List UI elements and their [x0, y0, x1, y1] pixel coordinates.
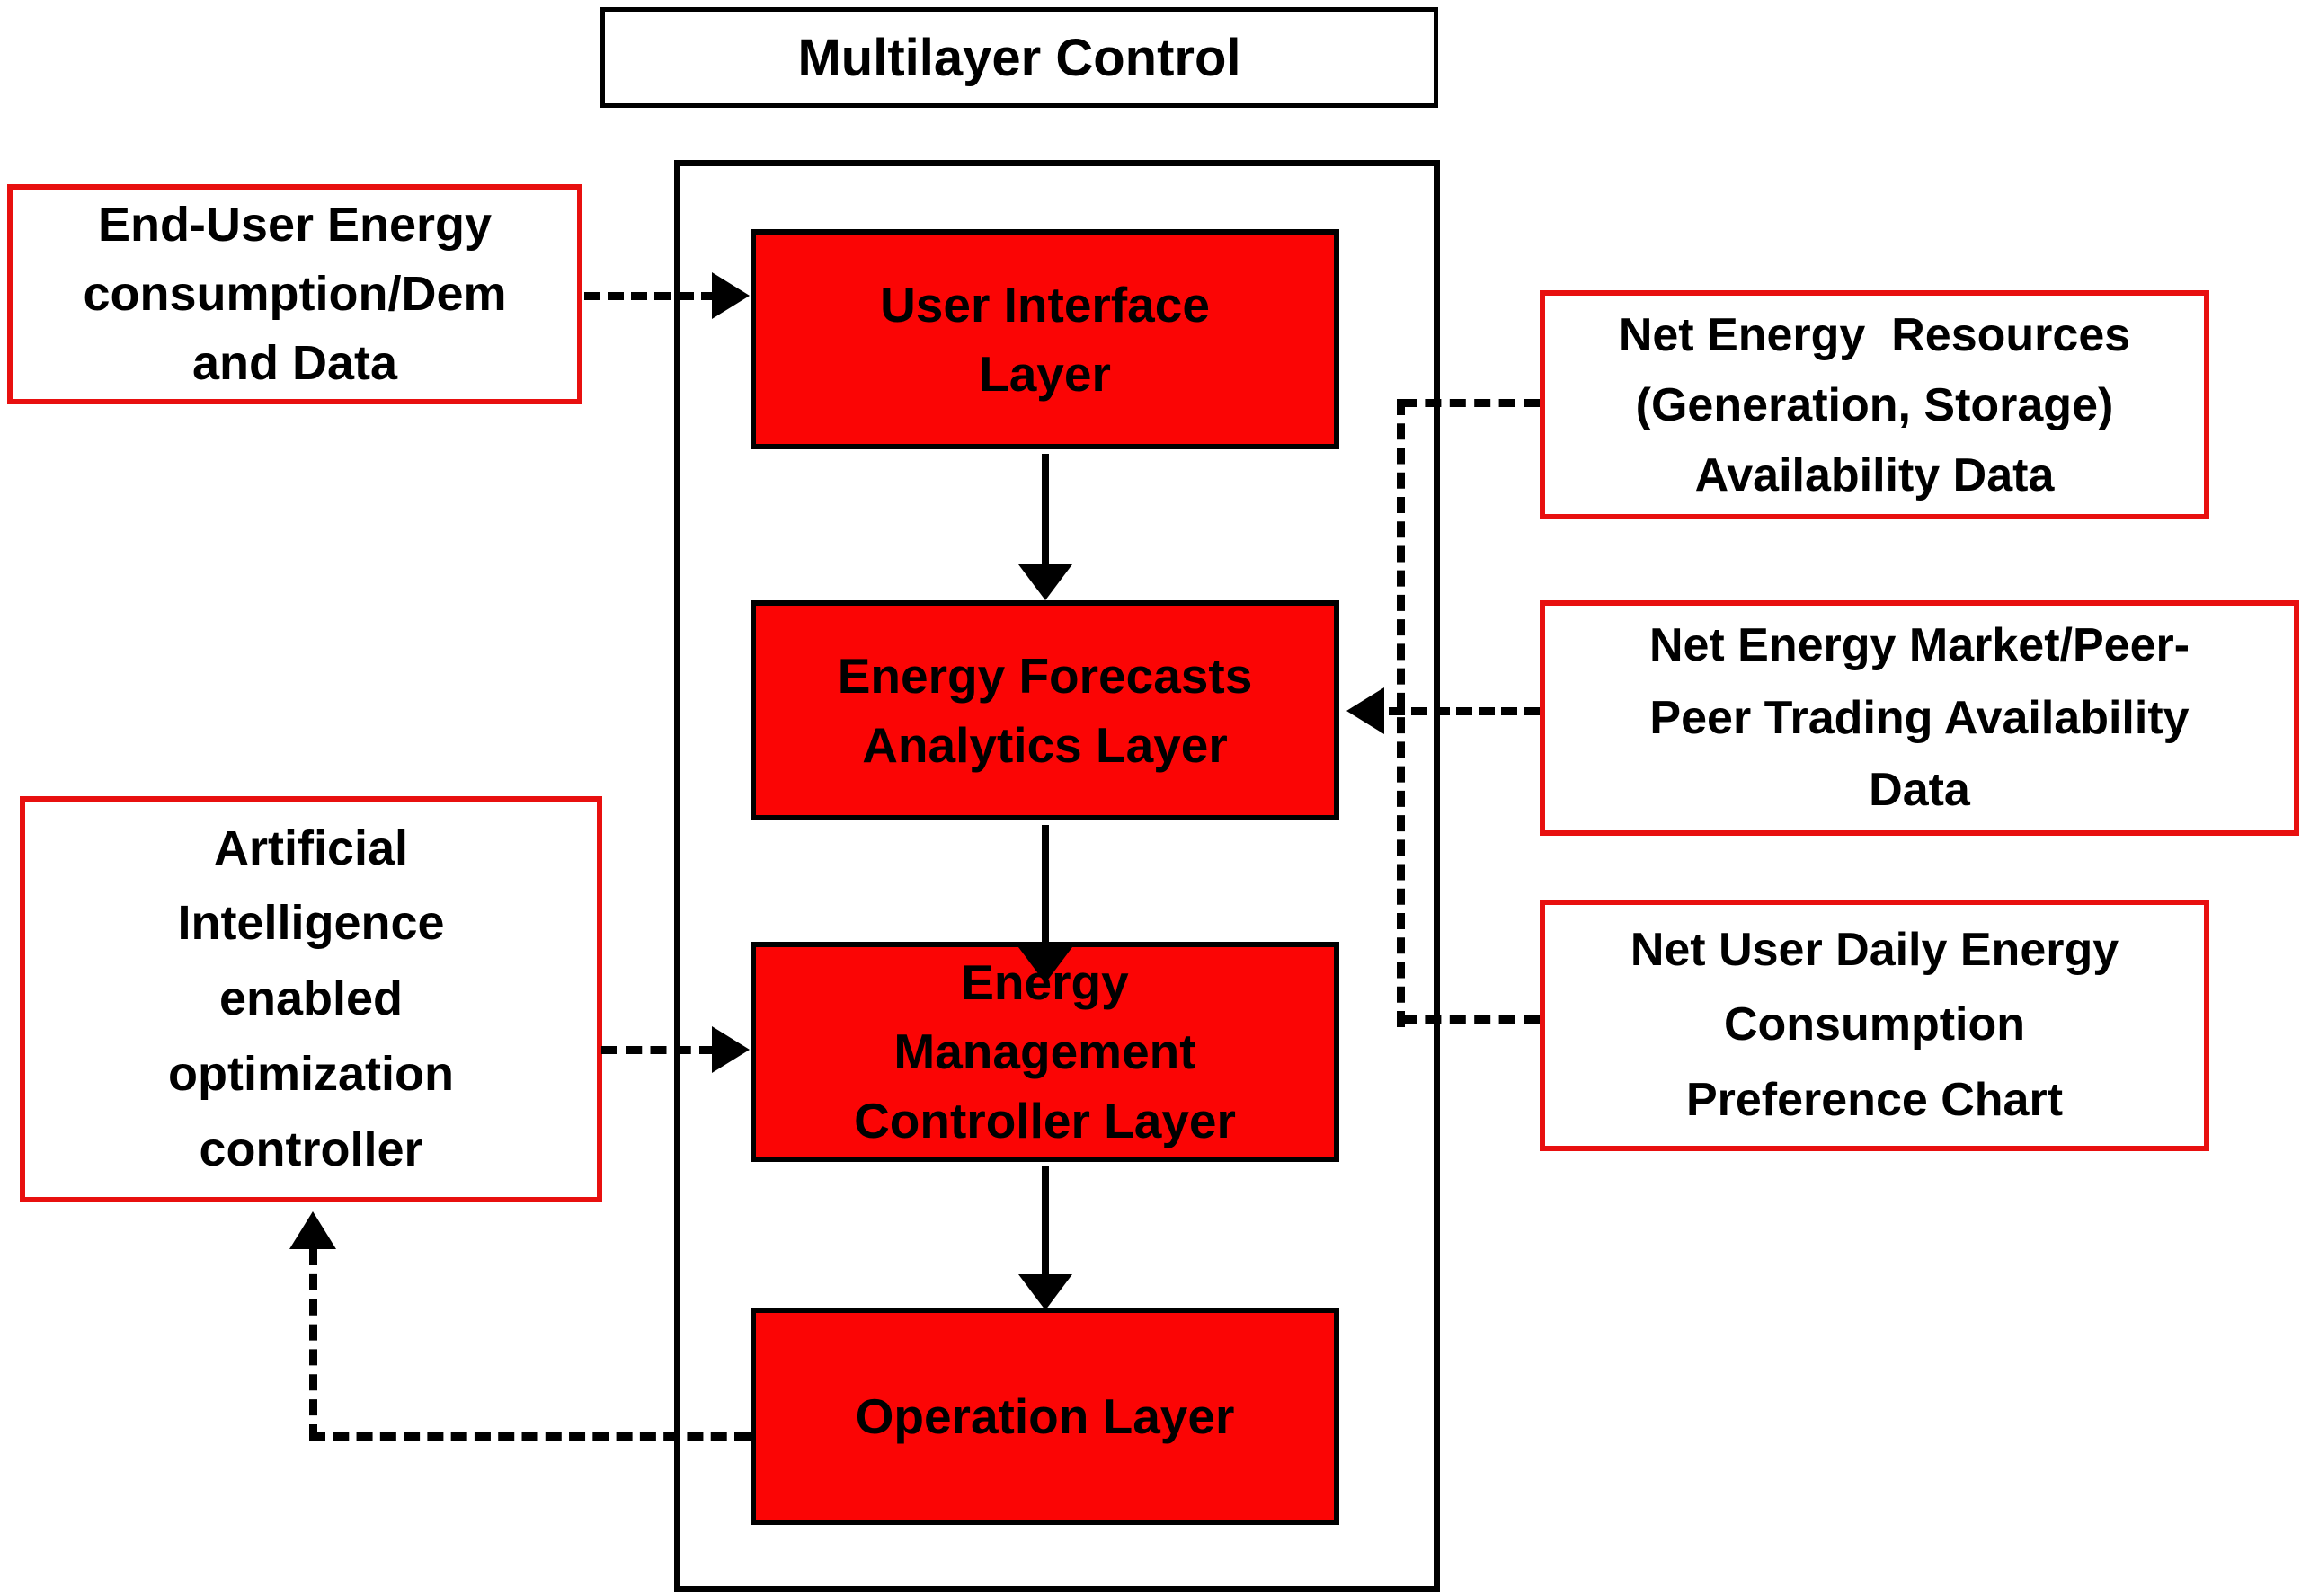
- arrow-head-management-to-operation: [1018, 1274, 1072, 1310]
- callout-net-user-daily-energy: Net User Daily Energy Consumption Prefer…: [1540, 900, 2209, 1151]
- arrow-head-forecasts-to-management: [1018, 947, 1072, 983]
- diagram-title: Multilayer Control: [797, 28, 1241, 87]
- dashed-line-ai-to-management: [601, 1046, 715, 1054]
- callout-end-user-energy-data: End-User Energy consumption/Dem and Data: [7, 184, 582, 404]
- layer-label-operation: Operation Layer: [855, 1388, 1235, 1444]
- dashed-line-operation-feedback-horizontal: [309, 1432, 751, 1441]
- dashed-line-operation-feedback-vertical: [309, 1249, 317, 1441]
- layer-box-operation: Operation Layer: [751, 1308, 1339, 1525]
- callout-label-net-energy-resources: Net Energy Resources (Generation, Storag…: [1618, 308, 2131, 501]
- callout-label-net-energy-market: Net Energy Market/Peer- Peer Trading Ava…: [1648, 619, 2190, 817]
- dashed-line-enduser-to-ui: [584, 292, 717, 300]
- callout-label-end-user-energy-data: End-User Energy consumption/Dem and Data: [83, 198, 507, 390]
- arrow-stem-forecasts-to-management: [1042, 825, 1049, 951]
- arrow-stem-management-to-operation: [1042, 1166, 1049, 1276]
- arrow-stem-ui-to-forecasts: [1042, 454, 1049, 571]
- dashed-line-bus-to-netuser: [1400, 1015, 1540, 1024]
- dashed-arrow-head-feedback-to-ai: [289, 1211, 336, 1249]
- dashed-arrow-head-enduser-to-ui: [712, 272, 750, 319]
- layer-label-energy-forecasts-analytics: Energy Forecasts Analytics Layer: [837, 647, 1253, 773]
- diagram-title-box: Multilayer Control: [600, 7, 1438, 108]
- layer-box-energy-forecasts-analytics: Energy Forecasts Analytics Layer: [751, 600, 1339, 820]
- layer-label-user-interface: User Interface Layer: [880, 276, 1210, 402]
- arrow-head-ui-to-forecasts: [1018, 564, 1072, 600]
- dashed-arrow-head-market-to-forecasts: [1346, 687, 1384, 734]
- callout-label-net-user-daily-energy: Net User Daily Energy Consumption Prefer…: [1630, 924, 2119, 1126]
- callout-net-energy-resources: Net Energy Resources (Generation, Storag…: [1540, 290, 2209, 519]
- dashed-line-market-to-forecasts: [1389, 707, 1540, 715]
- dashed-line-resources-to-bus: [1400, 399, 1540, 407]
- callout-ai-optimization-controller: Artificial Intelligence enabled optimiza…: [20, 796, 602, 1202]
- layer-box-user-interface: User Interface Layer: [751, 229, 1339, 449]
- dashed-arrow-head-ai-to-management: [712, 1026, 750, 1073]
- callout-label-ai-optimization-controller: Artificial Intelligence enabled optimiza…: [168, 820, 454, 1176]
- callout-net-energy-market: Net Energy Market/Peer- Peer Trading Ava…: [1540, 600, 2299, 836]
